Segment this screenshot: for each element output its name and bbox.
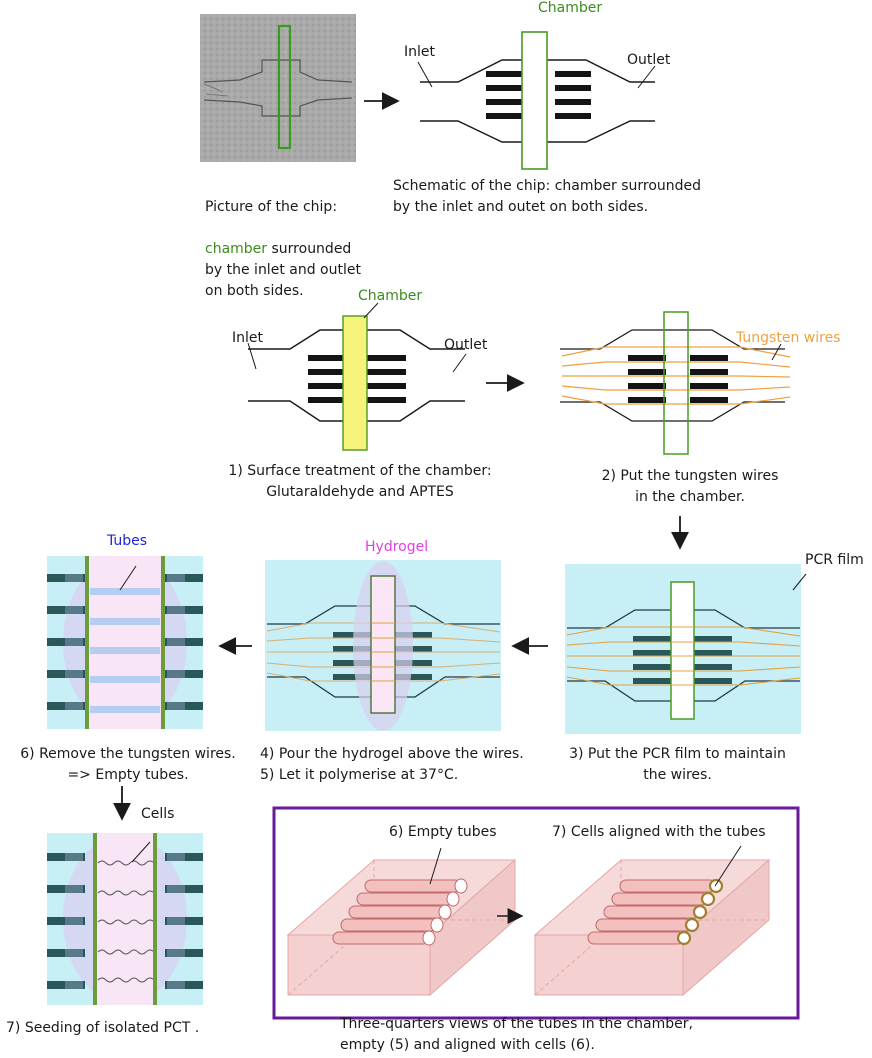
caption-schematic: Schematic of the chip: chamber surrounde… — [393, 178, 702, 215]
tungsten-label: Tungsten wires — [736, 330, 841, 346]
photo-chamber-outline — [277, 24, 292, 150]
tubes-label: Tubes — [107, 533, 148, 549]
caption-photo: Picture of the chip: chamber surrounded … — [205, 176, 361, 302]
empty-tubes-label: 6) Empty tubes — [389, 824, 497, 840]
yellow-chamber — [342, 315, 368, 451]
caption-photo-rest: surrounded by the inlet and outlet on bo… — [205, 241, 361, 299]
chip-photo — [200, 14, 356, 162]
step7-diagram — [47, 833, 203, 1005]
caption-step2: 2) Put the tungsten wires in the chamber… — [601, 468, 779, 505]
three-quarter-frame — [272, 806, 800, 1020]
caption-step45: 4) Pour the hydrogel above the wires. 5)… — [260, 746, 524, 783]
pcr-film-label: PCR film — [805, 552, 864, 568]
box-cells-aligned — [533, 845, 771, 997]
cells-aligned-label: 7) Cells aligned with the tubes — [552, 824, 766, 840]
outlet-label: Outlet — [444, 337, 488, 353]
chamber-label: Chamber — [538, 0, 603, 16]
chamber-label: Chamber — [358, 288, 423, 304]
box-empty-tubes — [286, 847, 517, 997]
caption-photo-chamber-word: chamber — [205, 241, 268, 257]
step3-diagram — [565, 564, 807, 734]
caption-step1: 1) Surface treatment of the chamber: Glu… — [228, 463, 492, 500]
caption-step7: 7) Seeding of isolated PCT . — [6, 1020, 200, 1036]
schematic-chamber — [521, 31, 548, 170]
caption-three-quarter: Three-quarters views of the tubes in the… — [340, 1016, 693, 1053]
caption-photo-line1: Picture of the chip: — [205, 199, 338, 215]
step4-diagram — [265, 560, 501, 731]
schematic-chip — [417, 31, 656, 170]
step2-diagram — [560, 311, 791, 455]
step1-diagram — [247, 302, 467, 451]
step2-chamber — [663, 311, 689, 455]
inlet-label: Inlet — [232, 330, 263, 346]
caption-step6: 6) Remove the tungsten wires. => Empty t… — [20, 746, 236, 783]
inlet-label: Inlet — [404, 44, 435, 60]
step6-diagram — [47, 556, 203, 729]
hydrogel-label: Hydrogel — [365, 539, 429, 555]
caption-step3: 3) Put the PCR film to maintain the wire… — [569, 746, 786, 783]
outlet-label: Outlet — [627, 52, 671, 68]
cells-label: Cells — [141, 806, 175, 822]
